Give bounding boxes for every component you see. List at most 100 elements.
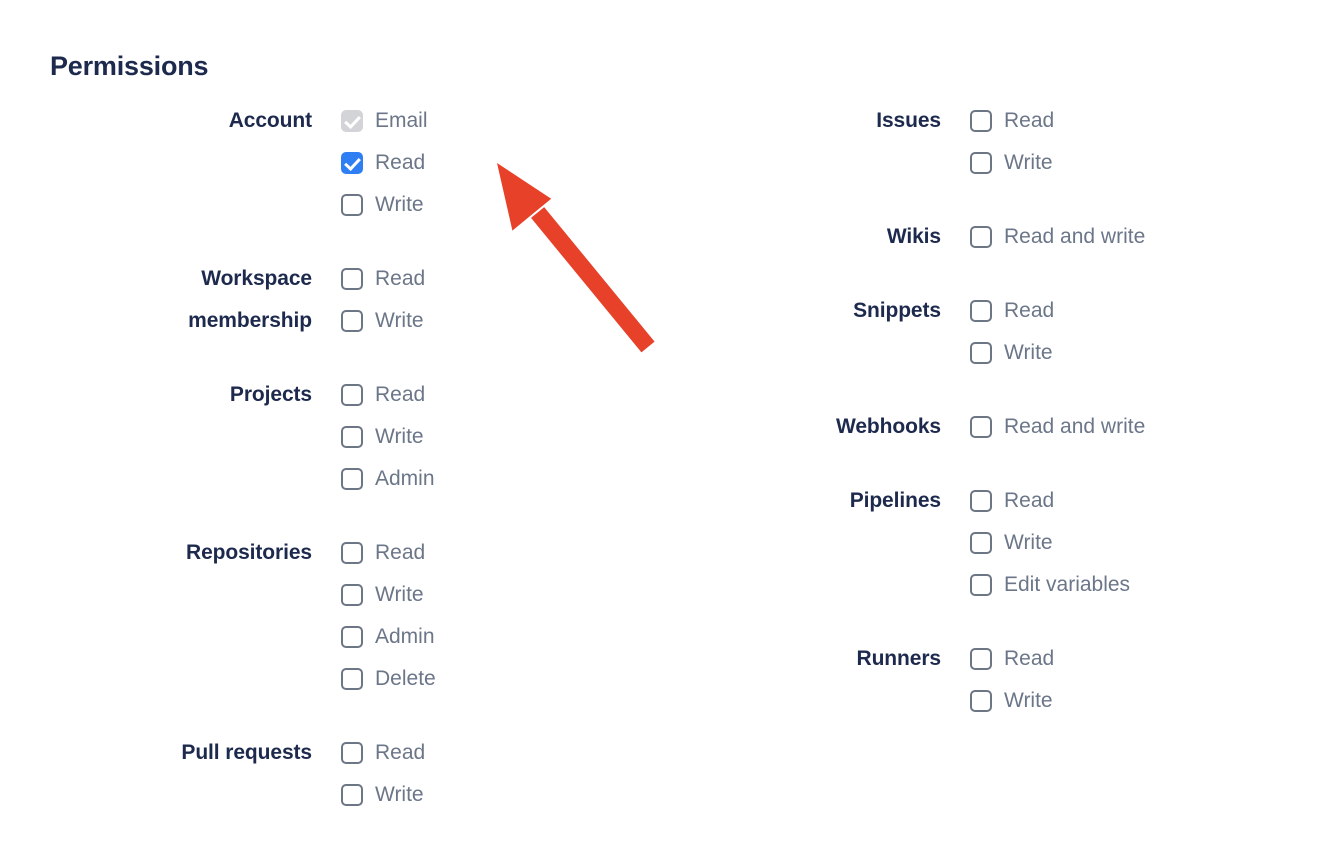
checkbox-label: Read xyxy=(375,541,426,564)
permission-option-row[interactable]: Read xyxy=(970,480,1130,522)
checkbox-label: Email xyxy=(375,109,428,132)
permission-group-label: Issues xyxy=(30,100,970,142)
checkbox-read[interactable] xyxy=(970,110,992,132)
permission-option-row[interactable]: Read xyxy=(970,290,1054,332)
permission-group-label: Pipelines xyxy=(30,480,970,522)
permission-option-row[interactable]: Read and write xyxy=(970,216,1145,258)
permission-group-label-line: Repositories xyxy=(186,541,312,564)
checkbox-label: Read xyxy=(1004,109,1055,132)
permission-group-label: Webhooks xyxy=(30,406,970,448)
checkbox-delete[interactable] xyxy=(341,668,363,690)
checkbox-admin[interactable] xyxy=(341,626,363,648)
permission-option-row[interactable]: Read xyxy=(341,732,425,774)
permission-group-label: Projects xyxy=(0,374,341,416)
checkbox-write[interactable] xyxy=(970,690,992,712)
checkbox-read[interactable] xyxy=(341,268,363,290)
checkbox-label: Write xyxy=(375,583,424,606)
checkbox-read[interactable] xyxy=(341,384,363,406)
checkbox-edit-variables[interactable] xyxy=(970,574,992,596)
permission-group-label: Repositories xyxy=(0,532,341,574)
permission-option-list: Read and write xyxy=(970,216,1145,258)
permission-option-row[interactable]: Read and write xyxy=(970,406,1145,448)
checkbox-read[interactable] xyxy=(970,648,992,670)
permission-group-label-line: Runners xyxy=(856,647,942,670)
checkbox-label: Write xyxy=(1004,151,1053,174)
checkbox-write[interactable] xyxy=(341,784,363,806)
permission-group-label-line: Issues xyxy=(876,109,941,132)
permission-option-row[interactable]: Read xyxy=(341,532,436,574)
checkbox-label: Admin xyxy=(375,467,435,490)
permission-option-row[interactable]: Write xyxy=(341,184,428,226)
permission-option-row[interactable]: Write xyxy=(970,142,1054,184)
checkbox-label: Read xyxy=(375,741,426,764)
permission-option-row[interactable]: Write xyxy=(970,680,1054,722)
checkbox-read-and-write[interactable] xyxy=(970,416,992,438)
checkbox-label: Write xyxy=(1004,689,1053,712)
checkbox-read[interactable] xyxy=(341,542,363,564)
permission-option-row[interactable]: Write xyxy=(341,774,425,816)
checkbox-read[interactable] xyxy=(341,742,363,764)
checkbox-write[interactable] xyxy=(341,584,363,606)
permission-option-row[interactable]: Email xyxy=(341,100,428,142)
checkbox-email xyxy=(341,110,363,132)
permission-option-row[interactable]: Write xyxy=(970,332,1054,374)
checkbox-write[interactable] xyxy=(341,426,363,448)
permission-option-row[interactable]: Admin xyxy=(341,458,435,500)
checkbox-read[interactable] xyxy=(341,152,363,174)
checkbox-label: Write xyxy=(1004,341,1053,364)
permission-option-row[interactable]: Read xyxy=(341,142,428,184)
checkbox-read-and-write[interactable] xyxy=(970,226,992,248)
page-title: Permissions xyxy=(50,51,209,81)
permission-group-label-line: Account xyxy=(228,109,312,132)
permission-option-row[interactable]: Read xyxy=(341,258,425,300)
permission-option-row[interactable]: Edit variables xyxy=(970,564,1130,606)
checkbox-label: Write xyxy=(1004,531,1053,554)
permission-option-row[interactable]: Read xyxy=(970,100,1054,142)
checkbox-label: Edit variables xyxy=(1004,573,1131,596)
permission-group-label: Account xyxy=(0,100,341,142)
permission-group-label: Pull requests xyxy=(0,732,341,774)
permission-option-row[interactable]: Write xyxy=(341,574,436,616)
checkbox-read[interactable] xyxy=(970,300,992,322)
permission-option-row[interactable]: Read xyxy=(970,638,1054,680)
checkbox-label: Read and write xyxy=(1004,415,1146,438)
permission-option-row[interactable]: Read xyxy=(341,374,435,416)
permission-group-label-line: Pipelines xyxy=(849,489,941,512)
checkbox-write[interactable] xyxy=(341,194,363,216)
checkbox-write[interactable] xyxy=(970,152,992,174)
permission-option-list: Read and write xyxy=(970,406,1145,448)
checkbox-label: Read xyxy=(375,267,426,290)
checkbox-read[interactable] xyxy=(970,490,992,512)
checkbox-label: Read xyxy=(1004,489,1055,512)
permission-option-row[interactable]: Write xyxy=(341,416,435,458)
permission-option-row[interactable]: Write xyxy=(341,300,425,342)
checkbox-write[interactable] xyxy=(341,310,363,332)
checkbox-label: Write xyxy=(375,193,424,216)
checkbox-label: Admin xyxy=(375,625,435,648)
permission-group-label-line: Snippets xyxy=(853,299,941,322)
checkbox-admin[interactable] xyxy=(341,468,363,490)
checkbox-write[interactable] xyxy=(970,532,992,554)
permission-option-row[interactable]: Delete xyxy=(341,658,436,700)
permission-option-row[interactable]: Admin xyxy=(341,616,436,658)
permission-option-row[interactable]: Write xyxy=(970,522,1130,564)
permission-group-label-line: Workspace xyxy=(201,267,312,290)
checkbox-write[interactable] xyxy=(970,342,992,364)
checkbox-label: Read xyxy=(1004,647,1055,670)
permission-group-label: Runners xyxy=(30,638,970,680)
